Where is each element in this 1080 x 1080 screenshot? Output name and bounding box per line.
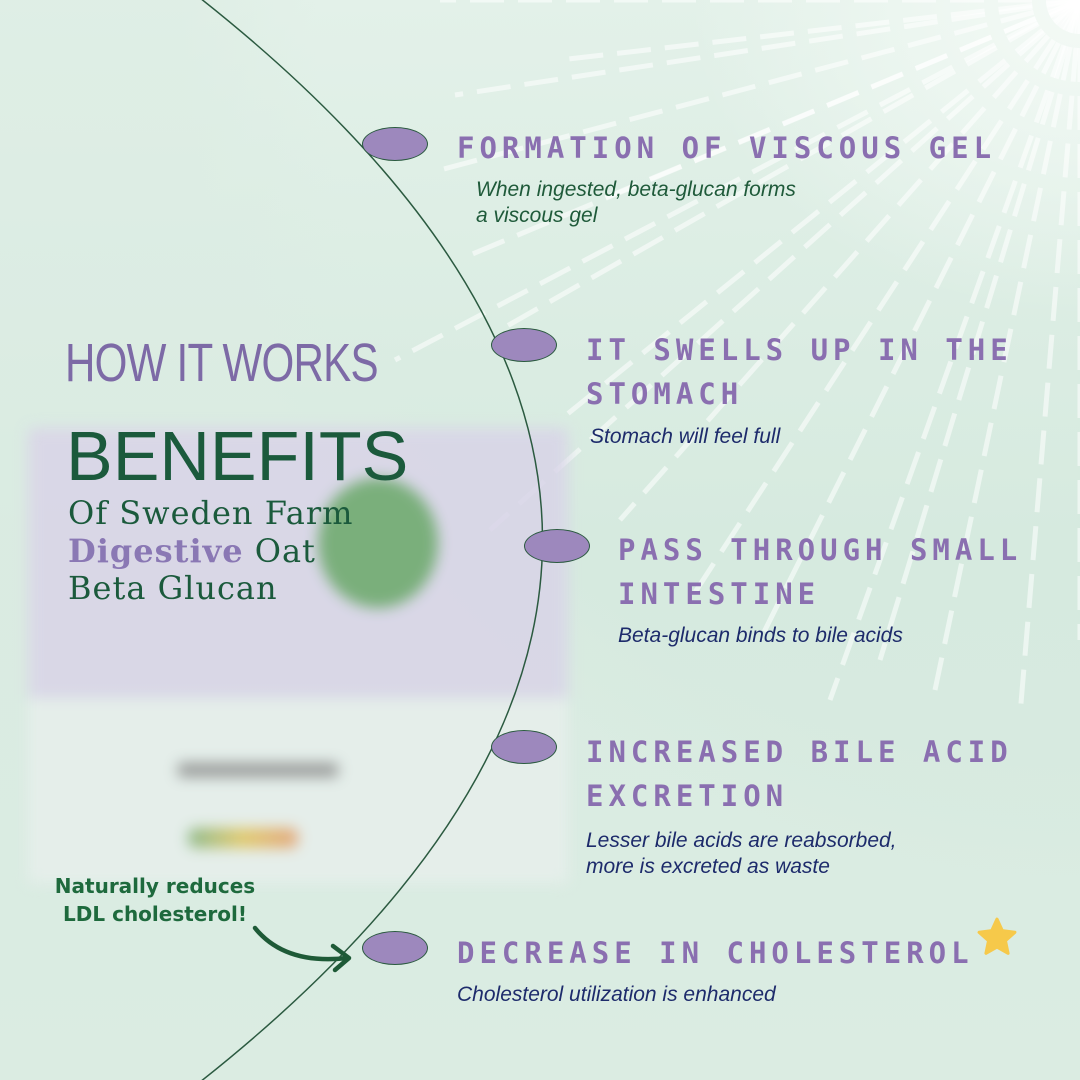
- ldl-callout: Naturally reduces LDL cholesterol!: [40, 872, 270, 928]
- timeline-node-4: [491, 730, 557, 764]
- subtitle-line-2-rest: Oat: [243, 532, 316, 570]
- timeline-node-3: [524, 529, 590, 563]
- step-1-desc-line-1: When ingested, beta-glucan forms: [476, 178, 796, 201]
- step-5-title-line-1: DECREASE IN CHOLESTEROL: [457, 936, 974, 970]
- step-2-title: IT SWELLS UP IN THE STOMACH: [586, 328, 1013, 416]
- step-1-title-line-1: FORMATION OF VISCOUS GEL: [457, 131, 997, 165]
- step-1-desc-line-2: a viscous gel: [476, 204, 598, 227]
- subtitle-line-1: Of Sweden Farm: [68, 494, 354, 532]
- step-2-description: Stomach will feel full: [590, 424, 780, 450]
- subtitle-line-3: Beta Glucan: [68, 569, 278, 607]
- step-4-desc-line-1: Lesser bile acids are reabsorbed,: [586, 829, 897, 852]
- step-4-desc-line-2: more is excreted as waste: [586, 855, 830, 878]
- step-3-title-line-2: INTESTINE: [618, 577, 821, 611]
- step-4-description: Lesser bile acids are reabsorbed, more i…: [586, 828, 897, 880]
- step-4-title-line-2: EXCRETION: [586, 779, 789, 813]
- step-5-description: Cholesterol utilization is enhanced: [457, 982, 776, 1008]
- step-1-title: FORMATION OF VISCOUS GEL: [457, 126, 996, 170]
- subtitle-accent-word: Digestive: [68, 532, 244, 570]
- step-3-title: PASS THROUGH SMALL INTESTINE: [618, 528, 1022, 616]
- step-5-desc-line-1: Cholesterol utilization is enhanced: [457, 983, 776, 1006]
- step-4-title-line-1: INCREASED BILE ACID: [586, 735, 1013, 769]
- star-icon: [977, 917, 1017, 955]
- timeline-node-2: [491, 328, 557, 362]
- how-it-works-heading: HOW IT WORKS: [65, 333, 379, 393]
- step-2-title-line-2: STOMACH: [586, 377, 744, 411]
- step-5-title: DECREASE IN CHOLESTEROL: [457, 931, 974, 975]
- step-3-description: Beta-glucan binds to bile acids: [618, 623, 903, 649]
- timeline-node-5: [362, 931, 428, 965]
- step-3-desc-line-1: Beta-glucan binds to bile acids: [618, 624, 903, 647]
- callout-line-1: Naturally reduces: [54, 874, 256, 898]
- step-2-title-line-1: IT SWELLS UP IN THE: [586, 333, 1013, 367]
- blurred-product-box: [28, 408, 573, 883]
- timeline-node-1: [362, 127, 428, 161]
- curved-arrow-icon: [252, 925, 352, 973]
- benefits-heading: BENEFITS: [66, 417, 409, 495]
- step-4-title: INCREASED BILE ACID EXCRETION: [586, 730, 1013, 818]
- step-1-description: When ingested, beta-glucan forms a visco…: [476, 177, 796, 229]
- callout-line-2: LDL cholesterol!: [63, 902, 247, 926]
- step-3-title-line-1: PASS THROUGH SMALL: [618, 533, 1023, 567]
- step-2-desc-line-1: Stomach will feel full: [590, 425, 781, 448]
- subtitle-line-2: Digestive Oat: [68, 532, 316, 570]
